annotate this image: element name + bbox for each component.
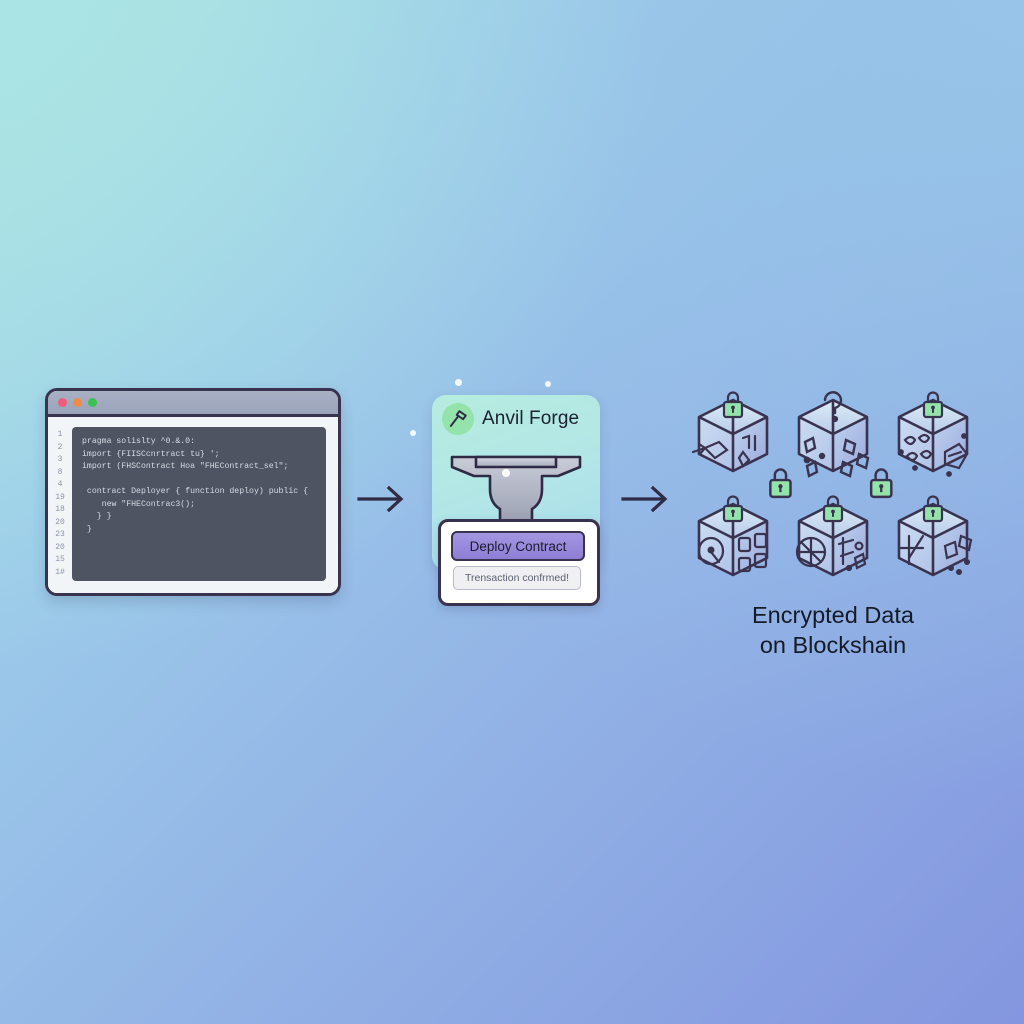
deploy-panel: Deploy Contract Trensaction confrmed! [438, 519, 600, 606]
forge-header: Anvil Forge [442, 403, 579, 435]
line-number: 19 [55, 492, 65, 502]
line-number: 2 [57, 442, 63, 452]
blockchain-caption: Encrypted Data on Blockshain [683, 600, 983, 660]
code-line: pragma solislty ^0.&.0: [82, 437, 196, 446]
line-number: 3 [57, 455, 63, 464]
code-line [82, 474, 316, 487]
minimize-icon[interactable] [73, 398, 82, 407]
transaction-status-badge: Trensaction confrmed! [453, 566, 581, 590]
code-line: import (FHSContract Hoa "FHEContract_sel… [82, 462, 289, 471]
cube-1 [691, 391, 769, 473]
code-line: } [82, 524, 92, 534]
line-number: 4 [57, 480, 63, 489]
sparkle-dot [455, 379, 462, 386]
caption-line-2: on Blockshain [759, 632, 907, 658]
line-number: 23 [55, 530, 65, 539]
arrow-right-icon [357, 485, 404, 513]
arrow-forge-to-chain [620, 482, 676, 521]
deploy-contract-button[interactable]: Deploy Contract [451, 531, 585, 561]
sparkle-dot [545, 381, 551, 387]
hammer-icon [442, 403, 474, 435]
code-line: new "FHEContrac3(); [82, 499, 196, 509]
line-number: 15 [55, 555, 65, 564]
encrypted-blockchain-cubes [691, 391, 973, 577]
cube-5 [795, 495, 869, 577]
arrow-right-icon [621, 485, 668, 513]
window-titlebar [48, 391, 338, 417]
line-number: 20 [55, 542, 65, 552]
code-line: import {FIISCcnrtract tu} '; [82, 449, 220, 459]
caption-line-1: Encrypted Data [752, 602, 914, 628]
line-number: 1 [57, 430, 63, 439]
line-number: 1# [55, 567, 65, 577]
code-text-area[interactable]: pragma solislty ^0.&.0: import {FIISCcnrt… [72, 427, 326, 581]
cube-6 [897, 495, 973, 577]
cube-3 [897, 391, 969, 477]
close-icon[interactable] [58, 398, 67, 407]
line-number: 8 [57, 467, 63, 477]
forge-title: Anvil Forge [482, 408, 580, 429]
line-number: 18 [55, 505, 65, 514]
floating-lock-1 [769, 468, 792, 499]
maximize-icon[interactable] [88, 398, 97, 407]
floating-lock-2 [869, 468, 893, 499]
line-number: 20 [55, 517, 65, 527]
sparkle-dot [410, 430, 416, 436]
code-line: contract Deployer { function deploy) pub… [82, 487, 309, 496]
code-line: } } [82, 512, 112, 521]
cube-2 [797, 391, 870, 478]
arrow-code-to-forge [356, 482, 412, 521]
cube-4 [697, 495, 769, 577]
hammer-glyph [449, 410, 467, 427]
